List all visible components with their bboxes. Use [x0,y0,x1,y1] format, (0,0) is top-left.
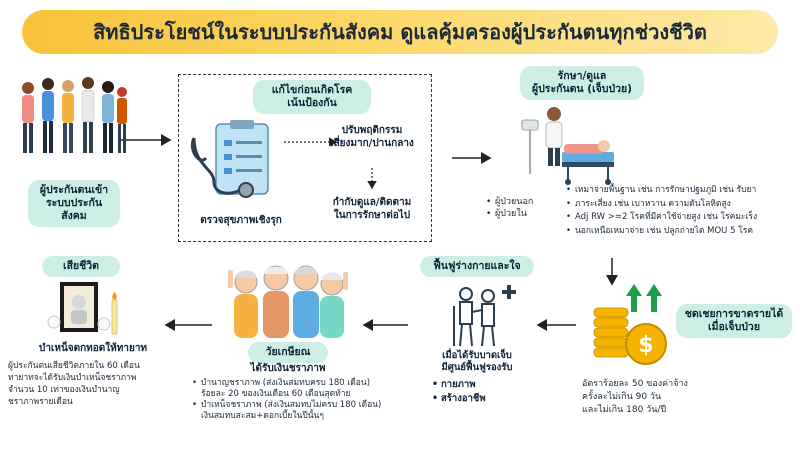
rehab-list: กายภาพ สร้างอาชีพ [432,378,532,406]
treatment-list: เหมาจ่ายพื้นฐาน เช่น การรักษาปฐมภูมิ เช่… [566,184,794,238]
rehab-pill-label: ฟื้นฟูร่างกายและใจ [433,260,521,272]
treatment-item: เหมาจ่ายพื้นฐาน เช่น การรักษาปฐมภูมิ เช่… [566,184,794,198]
stethoscope-clipboard-icon [191,120,269,198]
retirement-list: บำนาญชราภาพ (ส่งเงินสมทบครบ 180 เดือน) ร… [192,378,414,422]
treatment-item: Adj RW >=2 โรคที่มีค่าใช้จ่ายสูง เช่น โร… [566,211,794,225]
rehab-pill: ฟื้นฟูร่างกายและใจ [420,256,534,277]
memorial-frame-icon [47,282,118,335]
death-heading-label: บำเหน็จตกทอดให้ทายาท [38,343,148,354]
checkup-label: ตรวจสุขภาพเชิงรุก [200,215,282,226]
death-detail: ผู้ประกันตนเสียชีวิตภายใน 60 เดือน ทายาท… [8,361,140,407]
followup-text: กำกับดูแล/ติดตาม ในการรักษาต่อไป [312,196,432,222]
rehab-item: สร้างอาชีพ [432,392,532,406]
retirement-subtitle: ได้รับเงินชราภาพ [228,362,348,375]
death-pill: เสียชีวิต [42,256,120,277]
compensation-detail: อัตราร้อยละ 50 ของค่าจ้าง ครั้งละไม่เกิน… [582,379,688,415]
prevention-pill-label: แก้ไขก่อนเกิดโรค เน้นป้องกัน [271,84,353,109]
behavior-change-label: ปรับพฤติกรรม เสี่ยงมาก/ปานกลาง [330,125,414,149]
treatment-item: นอกเหนือเหมาจ่าย เช่น ปลูกถ่ายไต MOU 5 โ… [566,225,794,239]
rehab-item: กายภาพ [432,378,532,392]
patient-type-list: ผู้ป่วยนอก ผู้ป่วยใน [486,196,560,220]
elderly-group-icon [228,265,348,338]
retirement-subtitle-label: ได้รับเงินชราภาพ [250,363,326,374]
patient-type-item: ผู้ป่วยใน [486,208,560,220]
death-pill-label: เสียชีวิต [63,260,99,272]
retirement-pill: วัยเกษียณ [248,342,328,363]
checkup-text: ตรวจสุขภาพเชิงรุก [182,214,300,227]
death-heading: บำเหน็จตกทอดให้ทายาท [18,342,168,355]
people-walking-icon [22,77,127,153]
retirement-item: บำเหน็จชราภาพ (ส่งเงินสมทบไม่ครบ 180 เดื… [192,400,414,422]
patient-type-item: ผู้ป่วยนอก [486,196,560,208]
treatment-item: ภาระเสี่ยง เช่น เบาหวาน ความดันโลหิตสูง [566,198,794,212]
behavior-change-text: ปรับพฤติกรรม เสี่ยงมาก/ปานกลาง [312,124,432,150]
compensation-text: อัตราร้อยละ 50 ของค่าจ้าง ครั้งละไม่เกิน… [582,378,792,417]
retirement-item: บำนาญชราภาพ (ส่งเงินสมทบครบ 180 เดือน) ร… [192,378,414,400]
rehab-support-icon [453,285,516,347]
treatment-pill: รักษา/ดูแล ผู้ประกันตน (เจ็บป่วย) [520,66,644,100]
page-title: สิทธิประโยชน์ในระบบประกันสังคม ดูแลคุ้มค… [93,20,707,44]
compensation-pill-label: ชดเชยการขาดรายได้ เมื่อเจ็บป่วย [684,308,784,333]
rehab-heading-label: เมื่อได้รับบาดเจ็บ มีศูนย์ฟื้นฟูรองรับ [441,350,513,373]
svg-text:$: $ [638,333,653,358]
hospital-bed-icon [521,107,614,185]
coins-stack-icon: $ [593,284,667,365]
enter-system-pill: ผู้ประกันตนเข้า ระบบประกันสังคม [28,180,120,227]
compensation-pill: ชดเชยการขาดรายได้ เมื่อเจ็บป่วย [676,304,792,338]
title-banner: สิทธิประโยชน์ในระบบประกันสังคม ดูแลคุ้มค… [22,10,778,54]
rehab-heading: เมื่อได้รับบาดเจ็บ มีศูนย์ฟื้นฟูรองรับ [412,350,542,374]
followup-label: กำกับดูแล/ติดตาม ในการรักษาต่อไป [332,197,412,221]
prevention-pill: แก้ไขก่อนเกิดโรค เน้นป้องกัน [253,80,371,114]
retirement-pill-label: วัยเกษียณ [265,346,311,358]
prevention-box [178,74,432,242]
death-text: ผู้ประกันตนเสียชีวิตภายใน 60 เดือน ทายาท… [8,360,188,408]
enter-system-label: ผู้ประกันตนเข้า ระบบประกันสังคม [39,184,109,222]
treatment-pill-label: รักษา/ดูแล ผู้ประกันตน (เจ็บป่วย) [531,70,632,95]
